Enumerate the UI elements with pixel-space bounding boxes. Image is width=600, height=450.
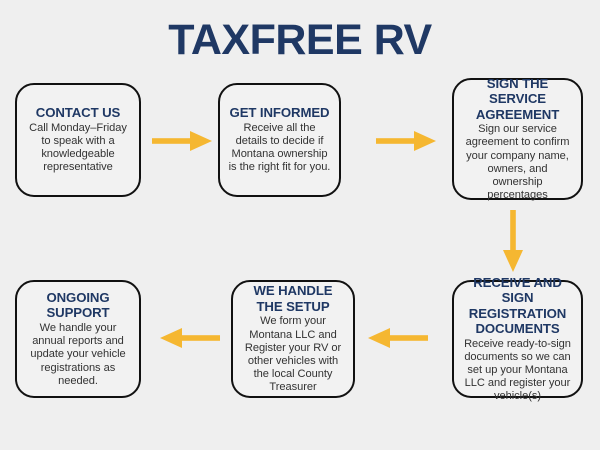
step-heading: GET INFORMED (229, 105, 330, 121)
step-box-sign-agreement: SIGN THE SERVICE AGREEMENT Sign our serv… (452, 75, 583, 202)
step-heading: SIGN THE SERVICE AGREEMENT (475, 75, 560, 122)
step-body: Receive ready-to-sign documents so we ca… (464, 337, 571, 403)
arrow-down-icon (503, 210, 523, 272)
step-body: Sign our service agreement to confirm yo… (465, 123, 570, 202)
step-heading: RECEIVE AND SIGN REGISTRATION DOCUMENTS (468, 274, 567, 337)
step-body: We handle your annual reports and update… (30, 321, 126, 387)
step-heading: ONGOING SUPPORT (46, 289, 110, 321)
step-box-handle-setup: WE HANDLE THE SETUP We form your Montana… (231, 280, 355, 398)
arrow-right-icon (376, 131, 436, 151)
page-title: TAXFREE RV (168, 16, 432, 64)
step-heading: CONTACT US (35, 105, 121, 121)
step-box-receive-sign: RECEIVE AND SIGN REGISTRATION DOCUMENTS … (452, 275, 583, 402)
step-body: Call Monday–Friday to speak with a knowl… (29, 121, 127, 174)
step-box-contact-us: CONTACT US Call Monday–Friday to speak w… (15, 83, 141, 197)
step-body: Receive all the details to decide if Mon… (228, 121, 331, 174)
step-heading: WE HANDLE THE SETUP (253, 283, 333, 314)
step-box-get-informed: GET INFORMED Receive all the details to … (218, 83, 341, 197)
step-box-ongoing-support: ONGOING SUPPORT We handle your annual re… (15, 280, 141, 398)
step-body: We form your Montana LLC and Register yo… (244, 315, 342, 394)
arrow-left-icon (160, 328, 220, 348)
arrow-right-icon (152, 131, 212, 151)
arrow-left-icon (368, 328, 428, 348)
